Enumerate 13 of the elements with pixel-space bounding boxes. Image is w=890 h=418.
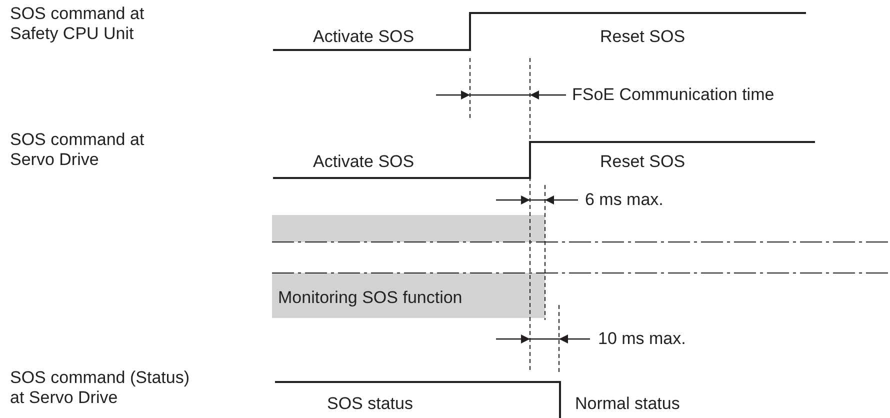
dimension-label: 6 ms max.: [585, 190, 664, 210]
signal-name: SOS command at Servo Drive: [10, 130, 146, 170]
state-label: Reset SOS: [600, 27, 686, 47]
band-label: Monitoring SOS function: [278, 288, 462, 308]
state-label: Activate SOS: [313, 27, 414, 47]
state-label: SOS status: [327, 394, 413, 414]
dimension-label: 10 ms max.: [598, 329, 686, 349]
state-label: Activate SOS: [313, 152, 414, 172]
state-label: Reset SOS: [600, 152, 686, 172]
state-label: Normal status: [575, 394, 680, 414]
signal-name: SOS command (Status) at Servo Drive: [10, 368, 190, 408]
signal-name: SOS command at Safety CPU Unit: [10, 4, 146, 44]
dimension-label: FSoE Communication time: [572, 85, 774, 105]
